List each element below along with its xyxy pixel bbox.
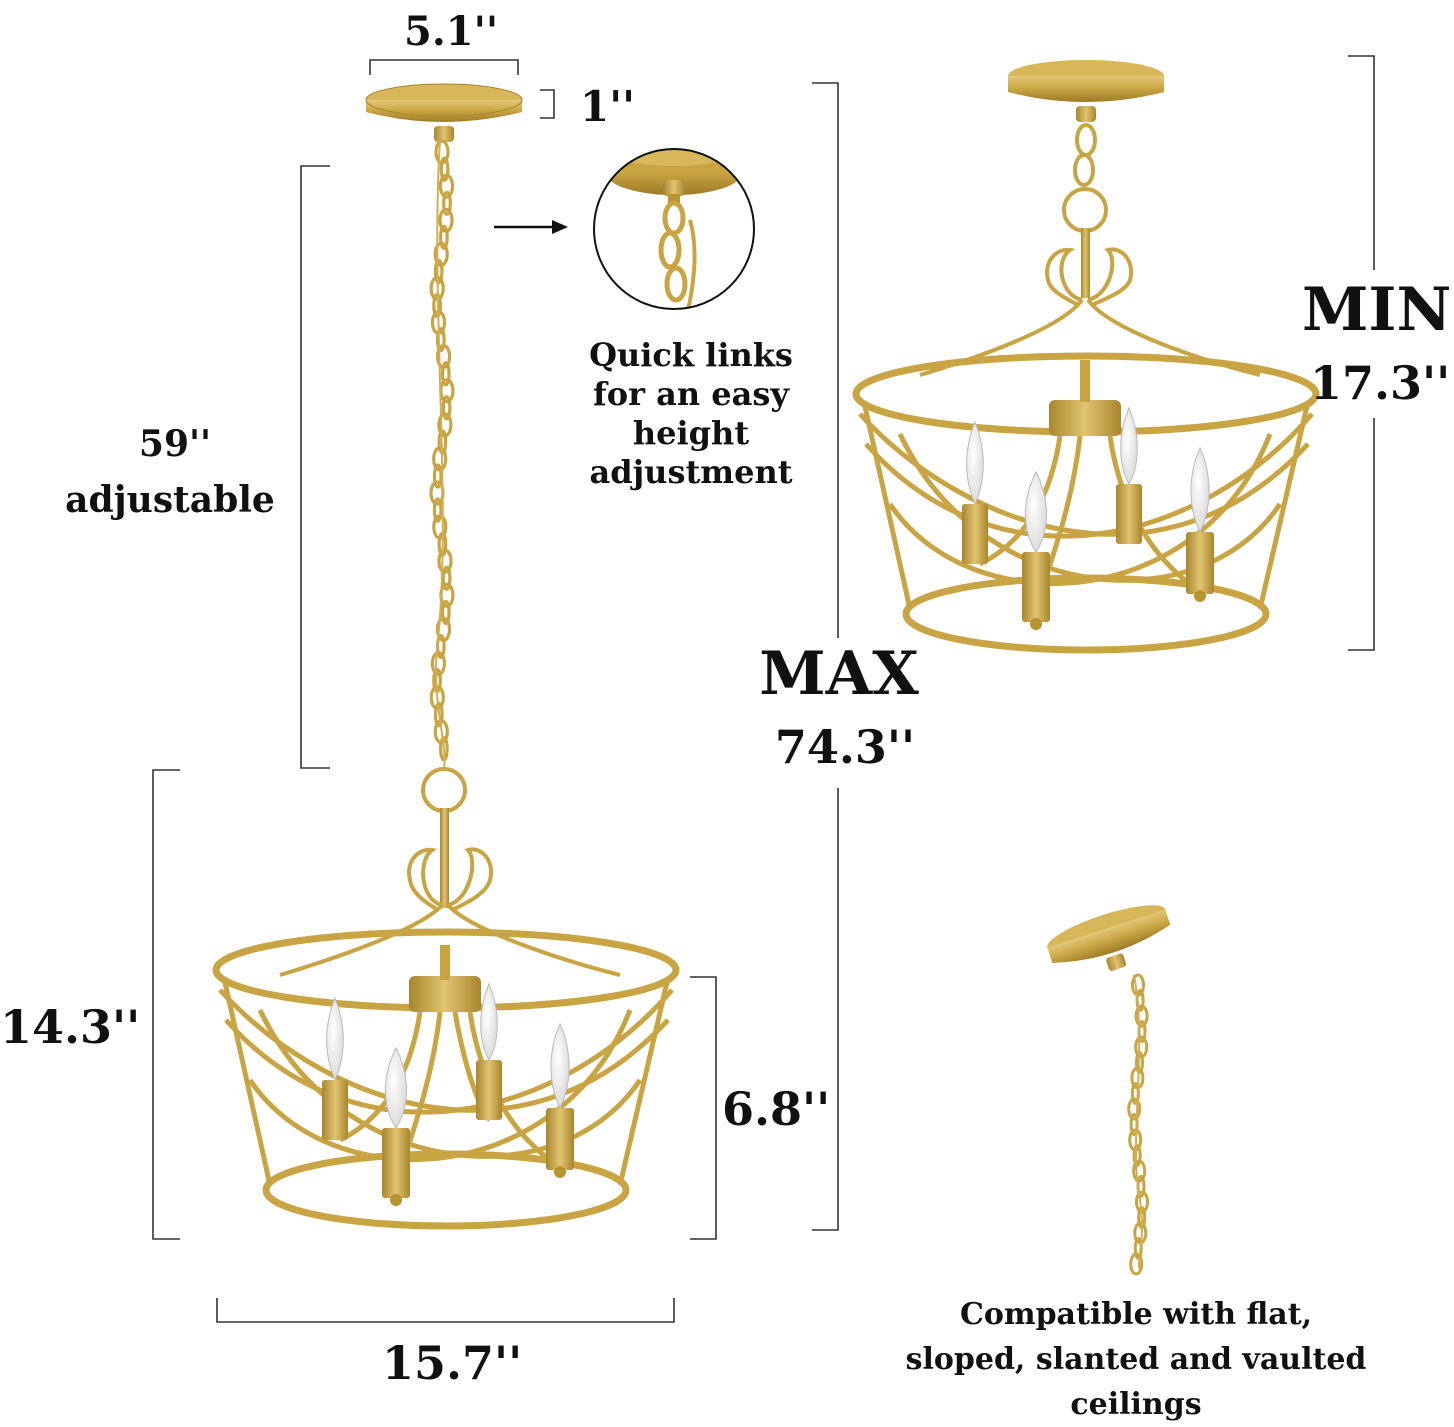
chandelier-illustration xyxy=(152,55,1375,1323)
canopy-height-bracket xyxy=(540,89,555,119)
chandelier-max-length xyxy=(212,83,680,1230)
chain-length-bracket xyxy=(300,165,330,769)
max-value: 74.3'' xyxy=(774,720,916,774)
quick-link-zoom-icon xyxy=(593,148,755,310)
ceiling-compat-line: sloped, slanted and vaulted ceilings xyxy=(905,1342,1367,1422)
chain-link xyxy=(442,190,452,216)
shade-height-bracket xyxy=(690,976,717,1240)
quick-links-note: Quick links for an easy height adjustmen… xyxy=(576,336,806,492)
chandelier-min-length xyxy=(852,60,1320,654)
chain-link xyxy=(435,327,446,353)
dimension-lines xyxy=(152,55,1375,1323)
chain-link xyxy=(441,565,452,591)
ceiling-compat-line: Compatible with flat, xyxy=(959,1297,1313,1332)
fixture-height-label: 14.3'' xyxy=(0,1000,141,1054)
quick-links-line: adjustment xyxy=(589,453,793,492)
chain-link xyxy=(432,497,443,523)
chain-link xyxy=(438,173,455,199)
canopy-height-label: 1'' xyxy=(580,82,635,131)
min-value: 17.3'' xyxy=(1310,356,1451,410)
chain-link xyxy=(439,156,450,182)
chain-length-value: 59'' xyxy=(138,423,212,465)
chain-link xyxy=(1134,1004,1149,1028)
quick-links-line: Quick links xyxy=(589,336,793,374)
product-dimension-diagram: 5.1'' 1'' 59'' adjustable Quick links fo… xyxy=(0,8,1452,1423)
min-label: MIN xyxy=(1302,275,1452,345)
arrow-right-icon xyxy=(494,220,568,234)
chain-length-label: adjustable xyxy=(65,479,275,521)
chain-link xyxy=(1129,1252,1144,1276)
ceiling-compat-note: Compatible with flat, sloped, slanted an… xyxy=(846,1292,1426,1427)
sloped-ceiling-canopy xyxy=(1047,905,1171,1276)
min-bracket-top xyxy=(1348,55,1375,270)
quick-links-line: height xyxy=(632,414,750,453)
chain-link xyxy=(440,599,451,626)
chain-link xyxy=(439,224,449,250)
shade-height-label: 6.8'' xyxy=(722,1082,831,1136)
shade-width-label: 15.7'' xyxy=(382,1336,523,1390)
min-bracket-bottom xyxy=(1348,418,1375,651)
quick-links-line: for an easy xyxy=(593,375,789,414)
chain-link xyxy=(441,395,452,421)
chain-link xyxy=(432,463,443,489)
max-label: MAX xyxy=(759,639,919,709)
max-bracket-top xyxy=(812,82,839,638)
max-bracket-bottom xyxy=(812,788,839,1231)
canopy-width-label: 5.1'' xyxy=(404,8,499,55)
chain-link xyxy=(1127,1097,1142,1121)
shade-width-bracket xyxy=(216,1298,675,1323)
candle-arms xyxy=(338,1011,552,1191)
chain-link xyxy=(433,258,444,284)
chain-link xyxy=(440,361,451,387)
canopy-width-bracket xyxy=(369,59,519,75)
fixture-height-bracket xyxy=(152,769,180,1240)
